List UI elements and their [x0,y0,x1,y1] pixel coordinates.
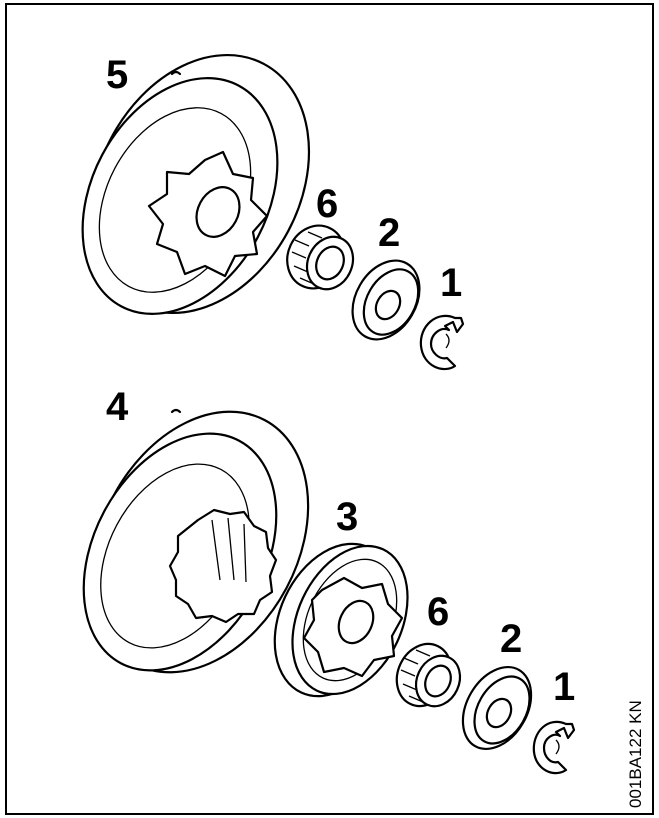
callout-4: 4 [106,385,129,429]
drawing-code: 001BA122 KN [626,700,645,808]
callout-6-lower: 6 [427,590,449,634]
clutch-drum-rim [82,408,310,674]
rim-sprocket [273,542,409,698]
callout-2-lower: 2 [500,617,522,661]
e-clip-upper [419,314,465,371]
callout-5: 5 [106,53,128,97]
diagram-border [5,3,654,815]
washer-upper [351,259,421,341]
spur-sprocket [147,150,269,278]
needle-bearing-upper [286,224,355,291]
callout-3: 3 [336,495,358,539]
washer-lower [461,665,533,751]
callout-6-upper: 6 [316,182,338,226]
callout-2-upper: 2 [378,211,400,255]
callout-1-lower: 1 [553,665,575,709]
clutch-drum-spur [81,53,311,315]
splined-hub [168,508,278,624]
needle-bearing-lower [395,642,462,708]
callout-1-upper: 1 [440,261,462,305]
e-clip-lower [532,720,576,775]
